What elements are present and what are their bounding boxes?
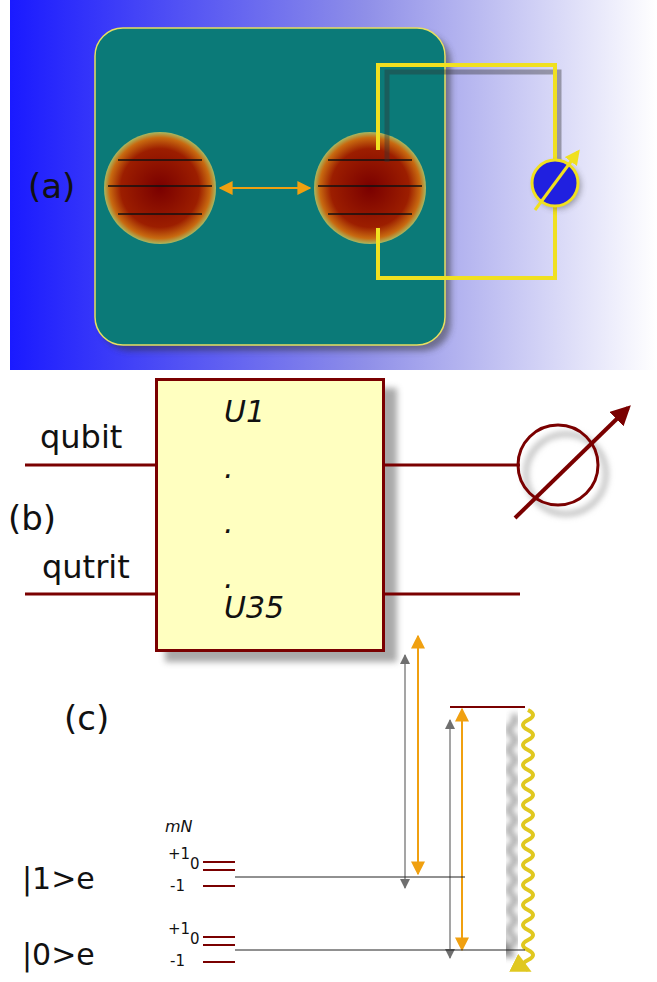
readout-wire — [378, 65, 555, 160]
gate-label: U1 — [224, 395, 265, 428]
ellipsis-dot: . — [224, 451, 234, 484]
panel-label: (b) — [8, 500, 56, 537]
qubit-wire — [25, 464, 155, 467]
defect-sphere — [314, 132, 426, 244]
sublevel-number: 0 — [190, 856, 200, 873]
sublevel-number: +1 — [168, 921, 190, 938]
unitary-box: U1...U35 — [155, 378, 385, 652]
qutrit-wire — [25, 593, 155, 596]
gate-label: U35 — [224, 591, 284, 624]
quantum-number: mN — [165, 818, 193, 836]
sublevel-number: 0 — [190, 931, 200, 948]
sublevel-number: -1 — [170, 953, 185, 970]
ellipsis-dot: . — [224, 506, 234, 539]
ellipsis-dot: . — [224, 561, 234, 594]
sublevel-number: +1 — [168, 846, 190, 863]
state-label: |0>e — [22, 938, 95, 971]
panel-label: (c) — [64, 700, 109, 737]
sublevel-number: -1 — [170, 878, 185, 895]
transition-arrow — [417, 636, 419, 874]
readout-wire — [378, 206, 555, 278]
wire-label: qutrit — [42, 550, 130, 585]
wire-label: qubit — [40, 420, 122, 455]
sublevel-lines — [203, 862, 235, 962]
state-label: |1>e — [22, 862, 95, 895]
panel-label: (a) — [28, 168, 75, 205]
chip-substrate — [95, 28, 445, 345]
background-band — [10, 0, 657, 370]
defect-sphere — [104, 132, 216, 244]
excited-level — [450, 706, 525, 708]
transition-arrow — [461, 709, 463, 950]
meter-symbol — [518, 425, 598, 505]
coupling-arrow — [220, 187, 310, 189]
emission-wave — [523, 710, 533, 970]
